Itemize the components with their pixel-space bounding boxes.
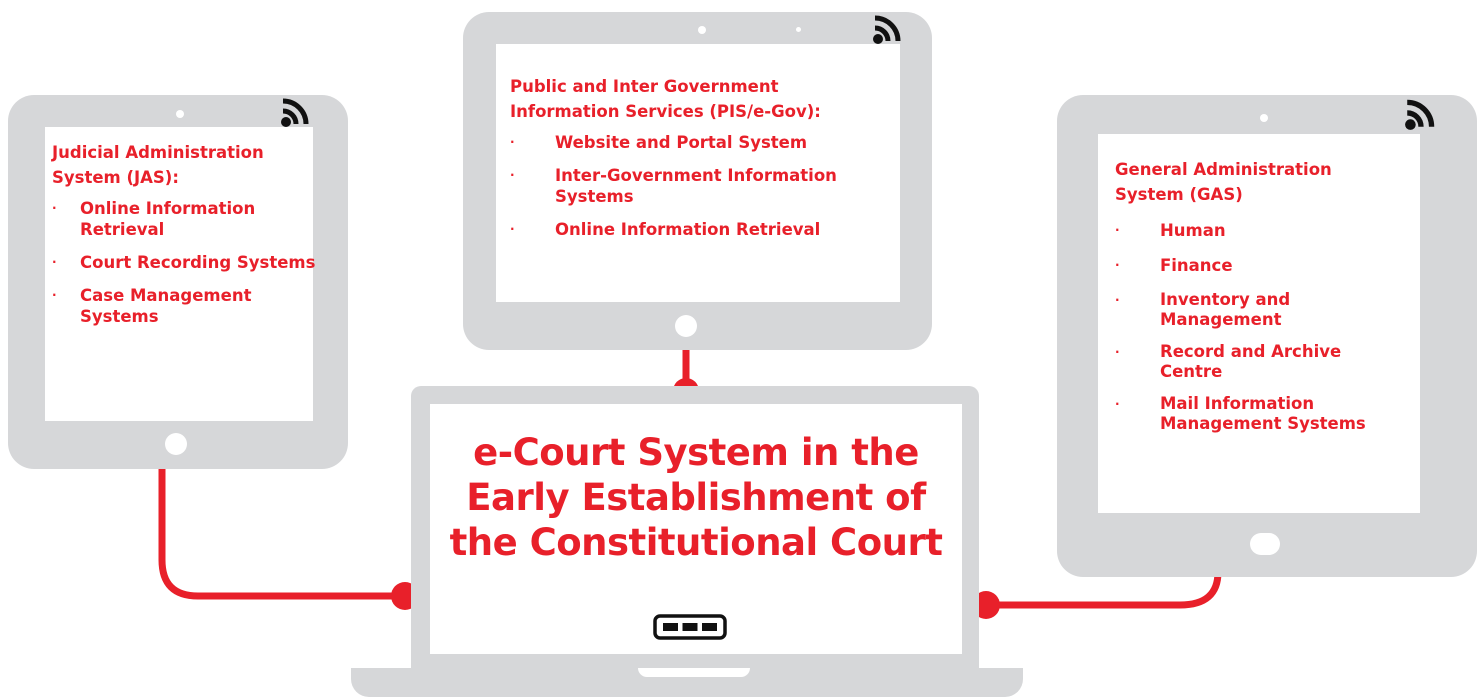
bullet: · xyxy=(52,201,57,215)
connector-left xyxy=(158,461,409,600)
list-item: · Case Management Systems xyxy=(52,285,317,327)
bullet: · xyxy=(510,222,515,236)
list-item-label: Online Information Retrieval xyxy=(555,220,821,239)
bullet: · xyxy=(52,255,57,269)
bullet: · xyxy=(1115,223,1120,237)
center-title: e-Court System in the Early Establishmen… xyxy=(449,431,943,564)
camera-dot xyxy=(176,110,184,118)
camera-dot xyxy=(1260,114,1268,122)
keyboard-icon xyxy=(653,614,727,640)
top-screen: Public and Inter Government Information … xyxy=(496,44,900,302)
list-item-label: Court Recording Systems xyxy=(80,253,316,272)
list-item-label: Human xyxy=(1160,221,1226,240)
left-screen: Judicial Administration System (JAS): · O… xyxy=(45,127,315,421)
list-item: · Court Recording Systems xyxy=(52,252,317,273)
left-panel-list: · Online Information Retrieval · Court Rec… xyxy=(52,198,317,327)
bullet: · xyxy=(1115,397,1120,411)
left-panel-title: Judicial Administration System (JAS): xyxy=(52,143,264,187)
right-panel-list: · Human · Finance · Inventory and Managemen… xyxy=(1115,220,1415,434)
list-item-label: Finance xyxy=(1160,256,1233,275)
wifi-icon xyxy=(281,98,309,127)
list-item: · Human xyxy=(1115,220,1415,241)
camera-dot xyxy=(796,27,801,32)
list-item: · Online Information Retrieval xyxy=(52,198,317,240)
list-item-label: Website and Portal System xyxy=(555,133,808,152)
list-item-label: Mail Information Management Systems xyxy=(1160,394,1366,433)
bullet: · xyxy=(510,135,515,149)
wifi-icon xyxy=(1405,99,1435,130)
list-item: · Mail Information Management Systems xyxy=(1115,394,1415,434)
list-item-label: Inventory and Management xyxy=(1160,290,1291,329)
list-item: · Website and Portal System xyxy=(510,132,895,153)
connector-right-dot xyxy=(972,591,1000,619)
list-item-label: Case Management Systems xyxy=(80,286,252,326)
camera-dot xyxy=(698,26,706,34)
right-tablet: General Administration System (GAS) · Hum… xyxy=(1057,95,1477,577)
bullet: · xyxy=(510,168,515,182)
home-button xyxy=(675,315,697,337)
laptop-notch xyxy=(638,668,750,677)
list-item-label: Online Information Retrieval xyxy=(80,199,256,239)
bullet: · xyxy=(1115,293,1120,307)
top-tablet: Public and Inter Government Information … xyxy=(463,12,932,350)
list-item: · Online Information Retrieval xyxy=(510,219,895,240)
top-panel-list: · Website and Portal System · Inter-Govern… xyxy=(510,132,895,240)
list-item-label: Record and Archive Centre xyxy=(1160,342,1342,381)
home-button xyxy=(165,433,187,455)
top-panel-title: Public and Inter Government Information … xyxy=(510,77,821,121)
laptop-screen xyxy=(430,404,962,654)
bullet: · xyxy=(1115,258,1120,272)
right-screen: General Administration System (GAS) · Hum… xyxy=(1098,134,1420,513)
home-button xyxy=(1250,533,1280,555)
list-item: · Record and Archive Centre xyxy=(1115,342,1360,382)
left-tablet: Judicial Administration System (JAS): · O… xyxy=(8,95,348,469)
bullet: · xyxy=(52,288,57,302)
right-panel-title: General Administration System (GAS) xyxy=(1115,160,1332,204)
bullet: · xyxy=(1115,345,1120,359)
list-item: · Inventory and Management xyxy=(1115,290,1360,330)
list-item: · Inter-Government Information Systems xyxy=(510,165,895,207)
wifi-icon xyxy=(873,15,901,44)
list-item: · Finance xyxy=(1115,255,1415,276)
list-item-label: Inter-Government Information Systems xyxy=(555,166,837,206)
